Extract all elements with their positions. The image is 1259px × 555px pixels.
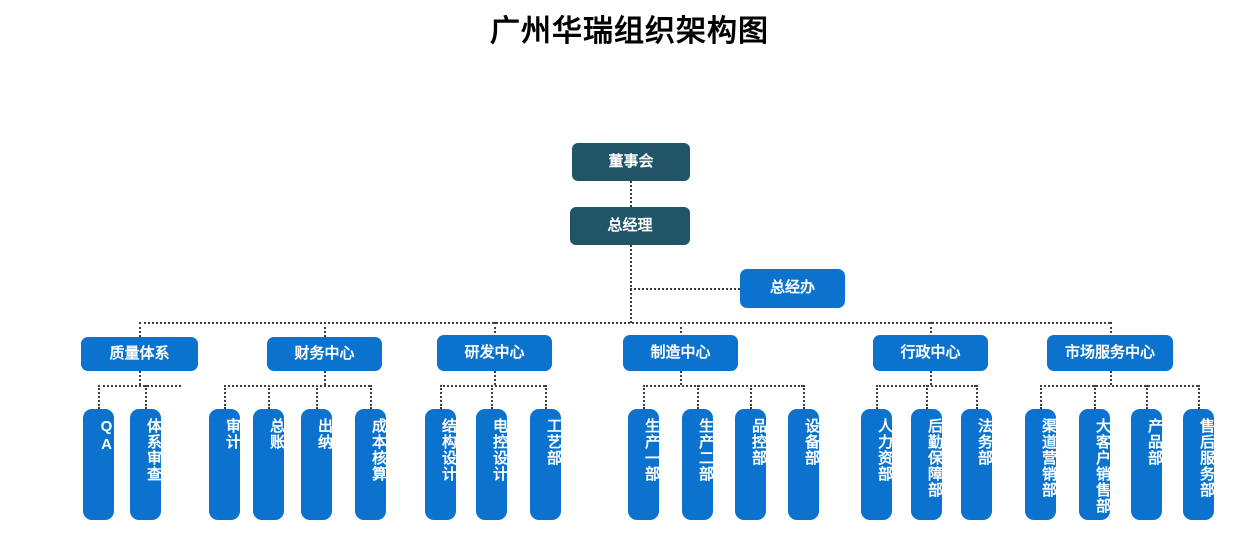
node-dept-structural-design[interactable]: 结构设计 (425, 409, 457, 520)
connector-rnd-stem (494, 371, 496, 385)
node-label: 产品部 (1146, 418, 1163, 466)
node-label: 大客户销售部 (1094, 418, 1111, 514)
connector-bus-to-manufacturing (680, 322, 682, 337)
node-label: 研发中心 (464, 343, 525, 361)
connector-quality-to-audit (145, 385, 147, 409)
connector-bus-to-market (1110, 322, 1112, 337)
node-label: 人力资部 (876, 418, 893, 482)
node-label: 制造中心 (650, 343, 711, 361)
node-label: 审计 (224, 418, 241, 450)
node-dept-audit[interactable]: 审计 (209, 409, 241, 520)
node-label: 总经办 (769, 279, 815, 297)
node-label: 财务中心 (294, 344, 355, 362)
connector-quality-stem (139, 371, 141, 385)
connector-quality-bus (98, 385, 181, 387)
node-dept-logistics-support[interactable]: 后勤保障部 (911, 409, 943, 520)
node-label: 法务部 (976, 418, 993, 466)
node-dept-after-sales-service[interactable]: 售后服务部 (1183, 409, 1215, 520)
node-dept-equipment[interactable]: 设备部 (788, 409, 820, 520)
connector-market-to-channel (1040, 385, 1042, 409)
node-dept-cashier[interactable]: 出纳 (301, 409, 333, 520)
node-dept-qa[interactable]: QA (83, 409, 115, 520)
node-dept-process[interactable]: 工艺部 (530, 409, 562, 520)
node-label: 生产一部 (643, 418, 660, 482)
connector-rnd-to-gongyi (545, 385, 547, 409)
connector-finance-to-shenji (224, 385, 226, 409)
node-label: 董事会 (608, 152, 654, 170)
page-title: 广州华瑞组织架构图 (490, 15, 769, 48)
node-label: 体系审查 (145, 418, 162, 482)
connector-manufacturing-bus (643, 385, 803, 387)
connector-manufacturing-to-prod1 (643, 385, 645, 409)
connector-manufacturing-to-prod2 (697, 385, 699, 409)
connector-gm-to-gmoffice (630, 288, 740, 290)
node-label: 出纳 (316, 418, 333, 450)
node-label: 售后服务部 (1198, 418, 1215, 498)
node-label: 结构设计 (440, 418, 457, 482)
node-dept-human-resources[interactable]: 人力资部 (861, 409, 893, 520)
connector-bus-to-finance (324, 322, 326, 337)
node-dept-general-ledger[interactable]: 总账 (253, 409, 285, 520)
node-board-of-directors[interactable]: 董事会 (572, 143, 690, 181)
connector-market-to-product (1146, 385, 1148, 409)
connector-board-to-gm (630, 181, 632, 207)
node-center-admin[interactable]: 行政中心 (873, 335, 988, 371)
connector-bus-to-rnd (494, 322, 496, 337)
node-general-manager[interactable]: 总经理 (570, 207, 690, 245)
connector-market-bus (1040, 385, 1198, 387)
node-label: 电控设计 (491, 418, 508, 482)
connector-quality-to-qa (98, 385, 100, 409)
connector-finance-stem (324, 371, 326, 385)
node-center-rnd[interactable]: 研发中心 (437, 335, 552, 371)
node-dept-production-two[interactable]: 生产二部 (682, 409, 714, 520)
connector-market-to-aftersales (1198, 385, 1200, 409)
node-label: QA (98, 418, 115, 454)
node-dept-quality-control[interactable]: 品控部 (735, 409, 767, 520)
connector-finance-to-chengben (370, 385, 372, 409)
node-label: 品控部 (750, 418, 767, 466)
connector-bus-to-admin (930, 322, 932, 337)
connector-bus-to-quality (139, 322, 141, 337)
node-gm-office[interactable]: 总经办 (740, 269, 845, 308)
connector-finance-to-zongzhang (268, 385, 270, 409)
node-dept-product[interactable]: 产品部 (1131, 409, 1163, 520)
node-label: 成本核算 (370, 418, 387, 482)
connector-rnd-to-jiegou (440, 385, 442, 409)
node-dept-legal-affairs[interactable]: 法务部 (961, 409, 993, 520)
connector-market-to-keyaccount (1094, 385, 1096, 409)
node-dept-cost-accounting[interactable]: 成本核算 (355, 409, 387, 520)
node-label: 行政中心 (900, 343, 961, 361)
connector-finance-to-chuna (316, 385, 318, 409)
node-label: 总账 (268, 418, 285, 450)
node-label: 市场服务中心 (1064, 343, 1155, 361)
node-label: 工艺部 (545, 418, 562, 466)
connector-manufacturing-to-qc (750, 385, 752, 409)
node-label: 后勤保障部 (926, 418, 943, 498)
node-center-market[interactable]: 市场服务中心 (1047, 335, 1173, 371)
connector-market-stem (1110, 371, 1112, 385)
node-label: 渠道营销部 (1040, 418, 1057, 498)
node-center-manufacturing[interactable]: 制造中心 (623, 335, 738, 371)
node-label: 质量体系 (109, 344, 170, 362)
connector-admin-stem (930, 371, 932, 385)
connector-admin-to-hr (876, 385, 878, 409)
node-center-quality[interactable]: 质量体系 (81, 337, 198, 371)
node-dept-electrical-design[interactable]: 电控设计 (476, 409, 508, 520)
node-label: 生产二部 (697, 418, 714, 482)
connector-centers-bus (139, 322, 1110, 324)
connector-admin-to-legal (976, 385, 978, 409)
node-label: 设备部 (803, 418, 820, 466)
node-dept-system-review[interactable]: 体系审查 (130, 409, 162, 520)
node-center-finance[interactable]: 财务中心 (267, 337, 382, 371)
connector-finance-bus (224, 385, 370, 387)
node-dept-channel-marketing[interactable]: 渠道营销部 (1025, 409, 1057, 520)
connector-rnd-to-diankong (491, 385, 493, 409)
connector-gm-trunk (630, 245, 632, 323)
node-dept-key-account-sales[interactable]: 大客户销售部 (1079, 409, 1111, 520)
node-dept-production-one[interactable]: 生产一部 (628, 409, 660, 520)
node-label: 总经理 (607, 216, 653, 234)
connector-manufacturing-stem (680, 371, 682, 385)
connector-admin-to-logistics (926, 385, 928, 409)
connector-manufacturing-to-equip (803, 385, 805, 409)
